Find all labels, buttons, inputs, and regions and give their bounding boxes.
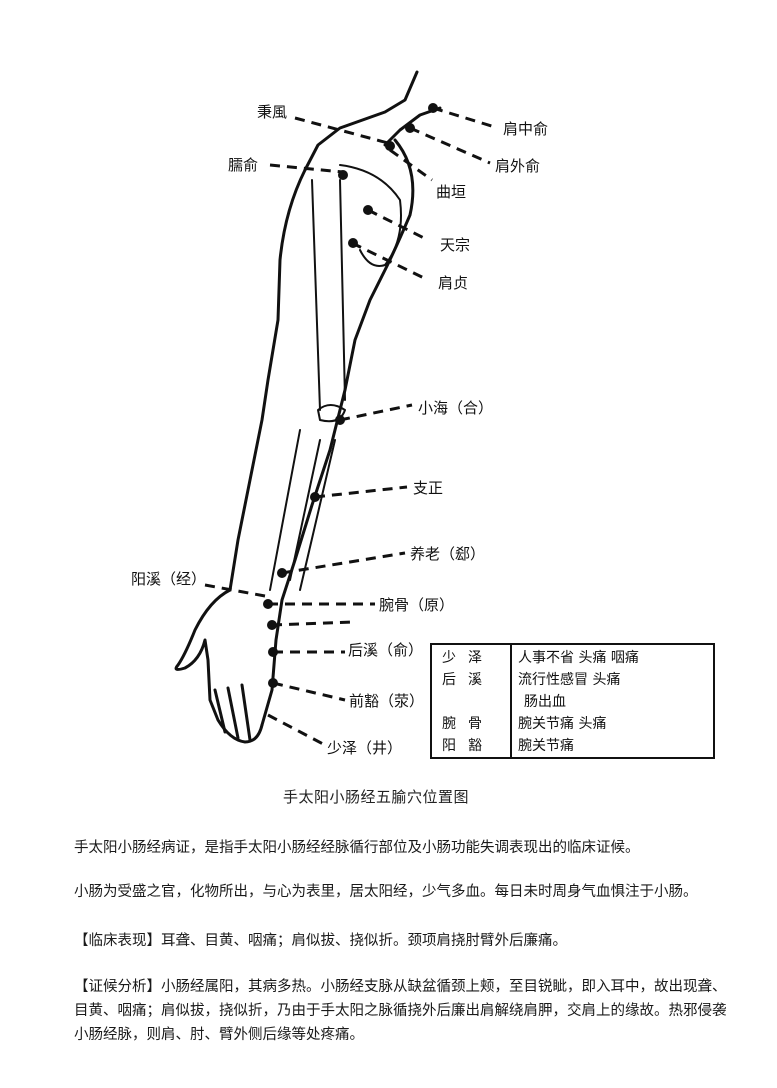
clinical-heading: 【临床表现】 [74, 933, 161, 949]
table-point: 腕骨 [442, 716, 494, 732]
table-point: 少泽 [442, 650, 494, 666]
label-houxi: 后溪（俞） [348, 641, 424, 659]
clinical-body: 耳聋、目黄、咽痛；肩似拔、挠似折。颈项肩挠肘臂外后廉痛。 [161, 933, 567, 949]
label-tianzong: 天宗 [440, 236, 471, 254]
figure-caption: 手太阳小肠经五腧穴位置图 [283, 788, 470, 806]
paragraph-definition: 手太阳小肠经病证，是指手太阳小肠经经脉循行部位及小肠功能失调表现出的临床证候。 [74, 840, 640, 856]
label-naoshu: 臑俞 [228, 156, 259, 174]
label-jianwaishu: 肩外俞 [495, 157, 541, 175]
label-bingfeng: 秉風 [257, 103, 288, 121]
label-quyuan: 曲垣 [436, 183, 467, 201]
analysis-body: 小肠经属阳，其病多热。小肠经支脉从缺盆循颈上颊，至目锐眦，即入耳中，故出现聋、目… [74, 979, 727, 1043]
table-divider [510, 645, 512, 757]
label-jianzhongshu: 肩中俞 [503, 120, 549, 138]
label-shaoze: 少泽（井） [327, 739, 403, 757]
indication-table: 少泽 人事不省 头痛 咽痛 后溪 流行性感冒 头痛 肠出血 腕骨 腕关节痛 头痛… [430, 643, 715, 759]
label-jianzhen: 肩贞 [438, 274, 469, 292]
paragraph-clinical: 【临床表现】耳聋、目黄、咽痛；肩似拔、挠似折。颈项肩挠肘臂外后廉痛。 [74, 929, 734, 953]
paragraph-analysis: 【证候分析】小肠经属阳，其病多热。小肠经支脉从缺盆循颈上颊，至目锐眦，即入耳中，… [74, 975, 739, 1047]
table-symptoms: 腕关节痛 头痛 [518, 716, 607, 732]
arm-outline [174, 70, 442, 744]
table-point: 后溪 [442, 672, 494, 688]
table-symptoms: 流行性感冒 头痛 [518, 672, 621, 688]
label-zhizheng: 支正 [413, 479, 444, 497]
label-wangu: 腕骨（原） [379, 596, 455, 614]
label-yanglao: 养老（郄） [410, 545, 486, 563]
analysis-heading: 【证候分析】 [74, 979, 161, 995]
arm-meridian-diagram [174, 70, 499, 747]
table-symptoms: 腕关节痛 [518, 738, 574, 754]
table-symptoms: 肠出血 [524, 694, 566, 710]
label-xiaohai: 小海（合） [418, 399, 494, 417]
paragraph-overview: 小肠为受盛之官，化物所出，与心为表里，居太阳经，少气多血。每日未时周身气血惧注于… [74, 884, 698, 900]
label-qiangu: 前豁（荥） [349, 692, 425, 710]
acupoint-dots [263, 103, 438, 688]
label-yangxi: 阳溪（经） [131, 570, 207, 588]
table-point: 阳豁 [442, 738, 494, 754]
leader-lines [204, 106, 499, 747]
table-symptoms: 人事不省 头痛 咽痛 [518, 650, 639, 666]
